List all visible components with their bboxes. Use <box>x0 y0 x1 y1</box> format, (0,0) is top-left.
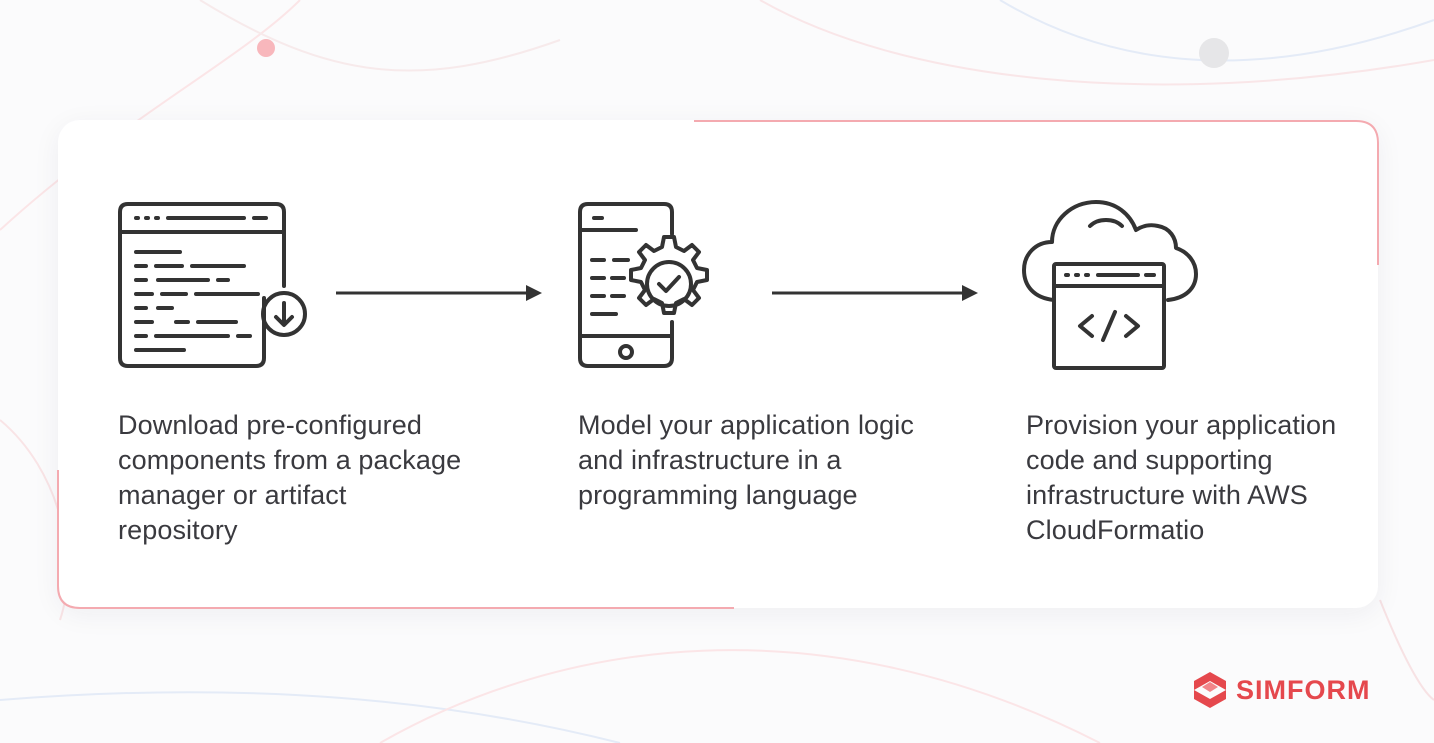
flow-arrow-1 <box>336 285 542 301</box>
step-1-description: Download pre-configured components from … <box>118 410 462 545</box>
brand-name: SIMFORM <box>1236 674 1371 705</box>
flow-arrow-2 <box>772 285 978 301</box>
simform-logo: SIMFORM <box>1190 668 1371 712</box>
step-2-description: Model your application logic and infrast… <box>578 410 914 510</box>
code-window-download-icon <box>118 202 307 368</box>
grey-dot <box>1199 38 1229 68</box>
cloud-code-window-icon <box>1022 200 1198 370</box>
step-3-description: Provision your application code and supp… <box>1026 410 1337 545</box>
phone-settings-gear-icon <box>578 202 709 368</box>
simform-logo-mark-icon <box>1194 672 1226 708</box>
pink-dot <box>257 39 275 57</box>
